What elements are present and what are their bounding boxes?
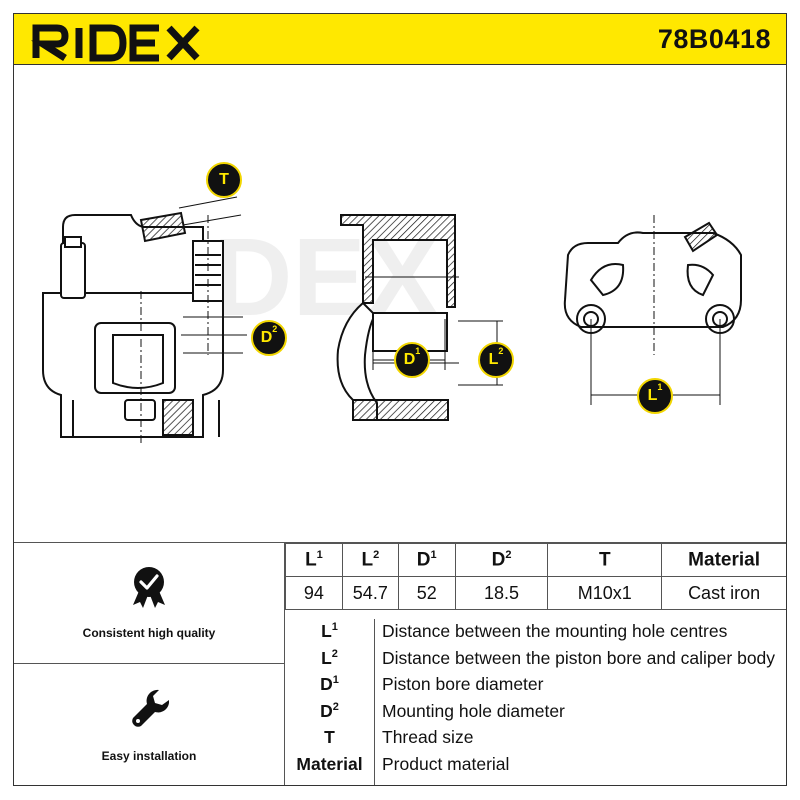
legend-key: D1 — [320, 674, 339, 694]
legend-key: L2 — [321, 648, 338, 668]
spec-header-cell: D1 — [397, 543, 456, 577]
badge-l2: L2 — [478, 342, 514, 378]
legend-key: Material — [296, 754, 363, 774]
spec-value-material: Cast iron — [661, 576, 787, 610]
legend-row: D2 Mounting hole diameter — [285, 701, 787, 727]
spec-header-cell: Material — [661, 543, 787, 577]
legend-key: D2 — [320, 701, 339, 721]
header-bar: 78B0418 — [13, 13, 787, 65]
wrench-icon — [132, 689, 169, 727]
spec-value-row: 94 54.7 52 18.5 M10x1 Cast iron — [285, 576, 787, 610]
spec-value-d2: 18.5 — [454, 576, 549, 610]
legend-desc: Piston bore diameter — [382, 674, 544, 694]
part-number: 78B0418 — [657, 24, 771, 54]
spec-header-cell: L1 — [285, 543, 343, 577]
caliper-front-view — [42, 196, 247, 443]
features-panel: Consistent high quality Easy installatio… — [13, 543, 285, 786]
spec-value-d1: 52 — [397, 576, 456, 610]
technical-drawing: RIDEX — [13, 65, 787, 543]
spec-value-l1: 94 — [285, 576, 343, 610]
badge-d2: D2 — [251, 320, 287, 356]
spec-value-t: M10x1 — [547, 576, 663, 610]
legend-row: L2 Distance between the piston bore and … — [285, 648, 787, 674]
legend-key: T — [324, 727, 335, 747]
feature-quality-label: Consistent high quality — [82, 626, 216, 640]
legend-row: T Thread size — [285, 727, 787, 753]
caliper-bracket-view — [563, 215, 742, 405]
ridex-logo — [31, 24, 200, 62]
legend-divider — [374, 619, 375, 786]
badge-l1: L1 — [637, 378, 673, 414]
spec-header-cell: D2 — [454, 543, 549, 577]
legend-key: L1 — [321, 621, 338, 641]
spec-table: L1 L2 D1 D2 T Material 94 54.7 52 18.5 M… — [285, 543, 787, 610]
feature-installation: Easy installation — [13, 664, 285, 786]
legend-row: D1 Piston bore diameter — [285, 674, 787, 700]
legend-desc: Product material — [382, 754, 510, 774]
caliper-drawings: RIDEX — [42, 196, 742, 443]
badge-t: T — [206, 162, 242, 198]
dimension-legend: L1 Distance between the mounting hole ce… — [285, 619, 787, 786]
feature-installation-label: Easy installation — [101, 749, 197, 763]
legend-desc: Thread size — [382, 727, 474, 747]
feature-quality: Consistent high quality — [13, 543, 285, 664]
legend-row: L1 Distance between the mounting hole ce… — [285, 621, 787, 647]
legend-desc: Mounting hole diameter — [382, 701, 565, 721]
badge-d1: D1 — [394, 342, 430, 378]
spec-header-cell: T — [547, 543, 663, 577]
legend-row: Material Product material — [285, 754, 787, 780]
spec-value-l2: 54.7 — [341, 576, 399, 610]
badge-check-icon — [133, 567, 165, 608]
spec-header-row: L1 L2 D1 D2 T Material — [285, 543, 787, 577]
legend-desc: Distance between the mounting hole centr… — [382, 621, 728, 641]
legend-desc: Distance between the piston bore and cal… — [382, 648, 776, 668]
spec-header-cell: L2 — [341, 543, 399, 577]
